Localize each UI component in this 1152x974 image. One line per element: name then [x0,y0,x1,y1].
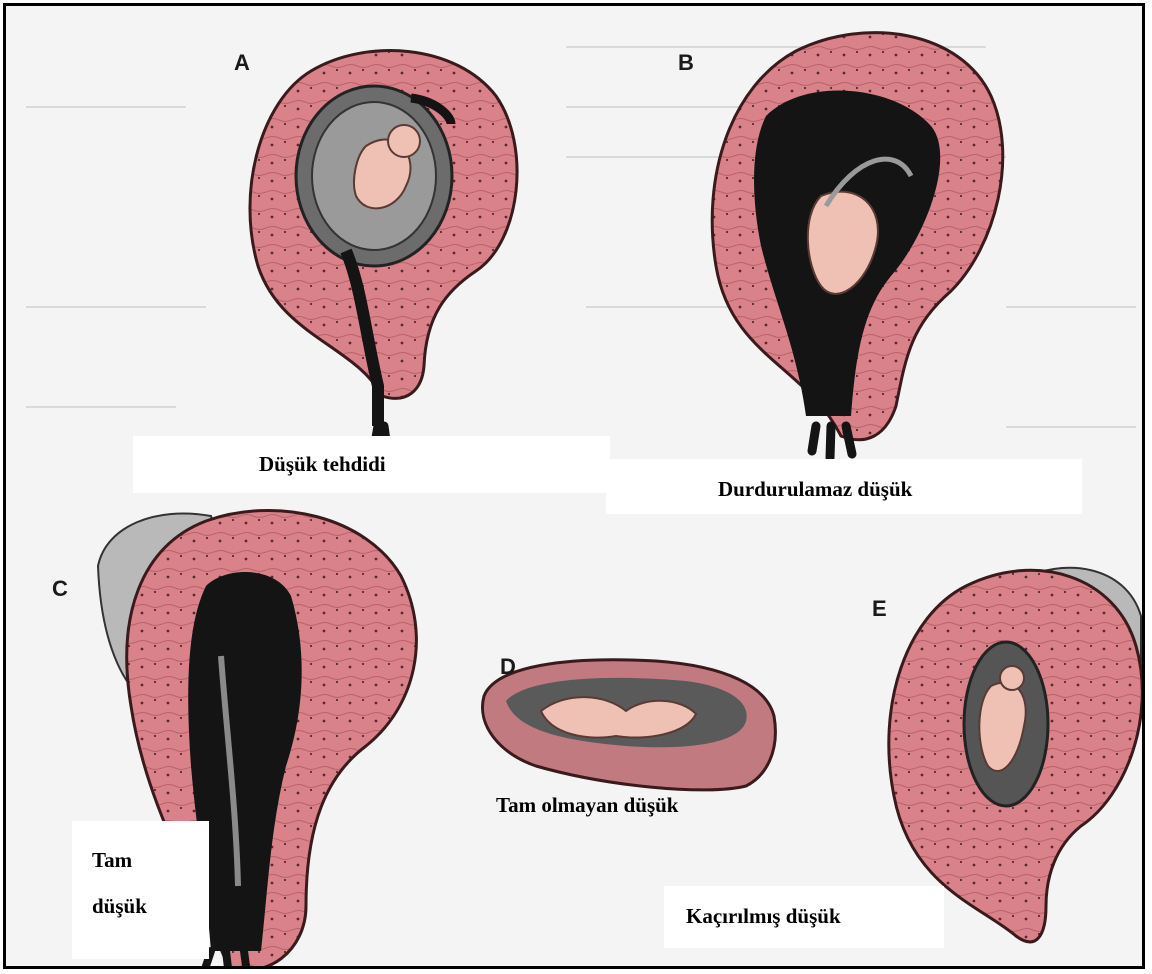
caption-complete-line2: düşük [92,883,209,929]
caption-threatened: Düşük tehdidi [133,436,610,493]
figure-frame: A B C D E Düşük tehdidi Durdurulamaz düş… [3,3,1145,969]
caption-missed: Kaçırılmış düşük [664,886,944,948]
caption-complete-line1: Tam [92,837,209,883]
panel-letter-e: E [872,596,887,622]
panel-letter-d: D [500,654,516,680]
uterus-b [712,33,1003,458]
panel-letter-c: C [52,576,68,602]
caption-incomplete: Tam olmayan düşük [492,791,762,819]
panel-letter-a: A [234,50,250,76]
caption-complete: Tam düşük [72,821,209,959]
panel-letter-b: B [678,50,694,76]
caption-inevitable: Durdurulamaz düşük [606,459,1082,514]
uterus-d [483,660,776,790]
uterus-a [250,51,517,461]
